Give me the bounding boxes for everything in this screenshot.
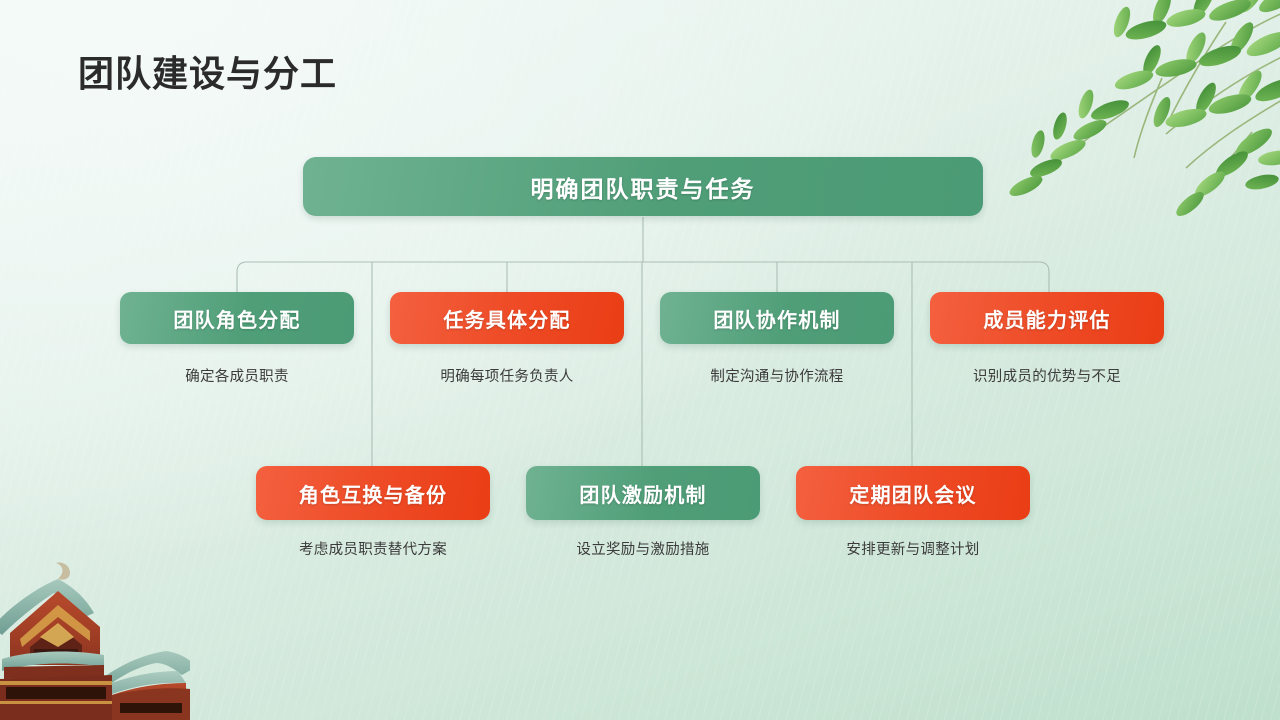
temple-roof-decoration (0, 562, 190, 720)
caption-row2-0: 考虑成员职责替代方案 (299, 542, 447, 558)
node-row1-0[interactable]: 团队角色分配 (120, 292, 354, 344)
node-row1-3[interactable]: 成员能力评估 (930, 292, 1164, 344)
node-row1-2[interactable]: 团队协作机制 (660, 292, 894, 344)
caption-row1-1: 明确每项任务负责人 (440, 369, 574, 385)
node-row1-1[interactable]: 任务具体分配 (390, 292, 624, 344)
caption-row1-0: 确定各成员职责 (185, 369, 289, 385)
caption-row2-2: 安排更新与调整计划 (846, 542, 980, 558)
node-row2-2[interactable]: 定期团队会议 (796, 466, 1030, 520)
caption-row1-2: 制定沟通与协作流程 (710, 369, 844, 385)
caption-row2-1: 设立奖励与激励措施 (576, 542, 710, 558)
node-root[interactable]: 明确团队职责与任务 (303, 157, 983, 216)
node-row2-0[interactable]: 角色互换与备份 (256, 466, 490, 520)
leaf-branch-decoration (1009, 0, 1280, 217)
node-row2-1[interactable]: 团队激励机制 (526, 466, 760, 520)
caption-row1-3: 识别成员的优势与不足 (973, 369, 1121, 385)
page-title: 团队建设与分工 (78, 53, 338, 94)
